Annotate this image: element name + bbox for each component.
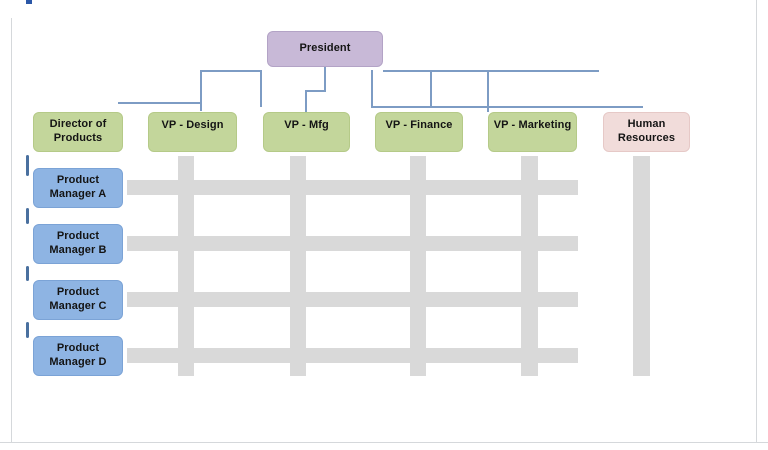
org-node-product-manager-b[interactable]: Product Manager B <box>33 224 123 264</box>
org-node-human-resources[interactable]: Human Resources <box>603 112 690 152</box>
connector-h-2 <box>305 90 326 92</box>
matrix-vertical-bar-1[interactable] <box>290 156 306 376</box>
org-node-label: Product Manager D <box>49 342 107 368</box>
connector-h-3 <box>371 106 643 108</box>
connector-h-4 <box>118 102 201 104</box>
org-node-label: President <box>299 42 351 55</box>
top-edge-marker <box>26 0 32 4</box>
slide-border-right <box>756 0 757 442</box>
matrix-vertical-bar-4[interactable] <box>633 156 650 376</box>
matrix-vertical-bar-3[interactable] <box>521 156 538 376</box>
connector-v-3 <box>305 90 307 112</box>
slide-border-left <box>11 18 12 442</box>
left-connector-dash-3 <box>26 322 29 338</box>
org-node-label: VP - Marketing <box>493 119 572 131</box>
left-connector-dash-2 <box>26 266 29 281</box>
matrix-vertical-bar-0[interactable] <box>178 156 194 376</box>
matrix-horizontal-bar-1[interactable] <box>127 236 578 251</box>
connector-v-1 <box>260 70 262 107</box>
connector-h-1 <box>383 70 599 72</box>
org-node-vp-marketing[interactable]: VP - Marketing <box>488 112 577 152</box>
matrix-horizontal-bar-0[interactable] <box>127 180 578 195</box>
matrix-vertical-bar-2[interactable] <box>410 156 426 376</box>
matrix-horizontal-bar-2[interactable] <box>127 292 578 307</box>
org-node-president[interactable]: President <box>267 31 383 67</box>
connector-h-0 <box>200 70 261 72</box>
org-node-product-manager-d[interactable]: Product Manager D <box>33 336 123 376</box>
org-node-label: Director of Products <box>49 118 107 144</box>
org-node-vp-design[interactable]: VP - Design <box>148 112 237 152</box>
org-node-product-manager-a[interactable]: Product Manager A <box>33 168 123 208</box>
org-node-label: Product Manager A <box>49 174 107 200</box>
org-node-label: VP - Mfg <box>284 119 329 131</box>
connector-v-2 <box>324 67 326 91</box>
org-node-director-of-products[interactable]: Director of Products <box>33 112 123 152</box>
org-node-label: VP - Finance <box>385 119 453 131</box>
connector-v-5 <box>430 70 432 107</box>
org-node-label: VP - Design <box>161 119 224 131</box>
org-node-label: Product Manager B <box>49 230 107 256</box>
connector-v-6 <box>487 70 489 112</box>
org-node-vp-finance[interactable]: VP - Finance <box>375 112 463 152</box>
org-node-vp-mfg[interactable]: VP - Mfg <box>263 112 350 152</box>
org-node-label: Human Resources <box>617 118 676 144</box>
matrix-horizontal-bar-3[interactable] <box>127 348 578 363</box>
connector-v-4 <box>371 70 373 107</box>
org-node-product-manager-c[interactable]: Product Manager C <box>33 280 123 320</box>
org-node-label: Product Manager C <box>49 286 107 312</box>
connector-v-0 <box>200 70 202 111</box>
left-connector-dash-0 <box>26 155 29 176</box>
slide-border-bottom <box>0 442 768 443</box>
left-connector-dash-1 <box>26 208 29 224</box>
